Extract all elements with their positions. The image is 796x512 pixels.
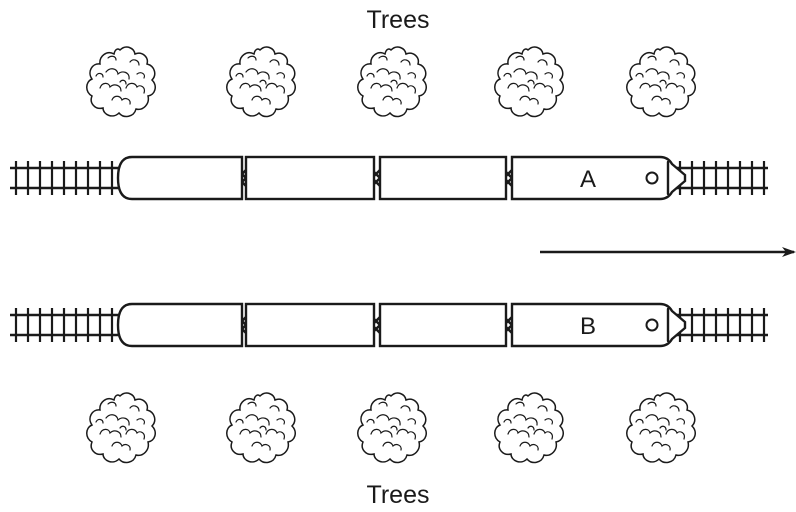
- tree-icon: [357, 392, 427, 464]
- tree-icon: [226, 392, 296, 464]
- train-b: B: [10, 302, 768, 348]
- bottom-trees-label: Trees: [367, 481, 430, 509]
- tree-icon: [357, 46, 427, 118]
- train-a: A: [10, 155, 768, 201]
- train-car: [378, 302, 508, 348]
- train-car: [116, 302, 244, 348]
- headlight: [645, 171, 659, 185]
- train-car: [244, 302, 376, 348]
- locomotive: [510, 155, 687, 201]
- tree-icon: [494, 392, 564, 464]
- tree-icon: [226, 46, 296, 118]
- tree-icon: [86, 46, 156, 118]
- tree-icon: [86, 392, 156, 464]
- train-car: [378, 155, 508, 201]
- locomotive: [510, 302, 687, 348]
- tree-icon: [626, 392, 696, 464]
- train-label: B: [580, 313, 596, 340]
- tree-icon: [494, 46, 564, 118]
- train-car: [116, 155, 244, 201]
- headlight: [645, 318, 659, 332]
- top-tree-row: [86, 46, 696, 118]
- tree-icon: [626, 46, 696, 118]
- train-label: A: [580, 166, 596, 193]
- bottom-tree-row: [86, 392, 696, 464]
- train-car: [244, 155, 376, 201]
- top-trees-label: Trees: [367, 6, 430, 34]
